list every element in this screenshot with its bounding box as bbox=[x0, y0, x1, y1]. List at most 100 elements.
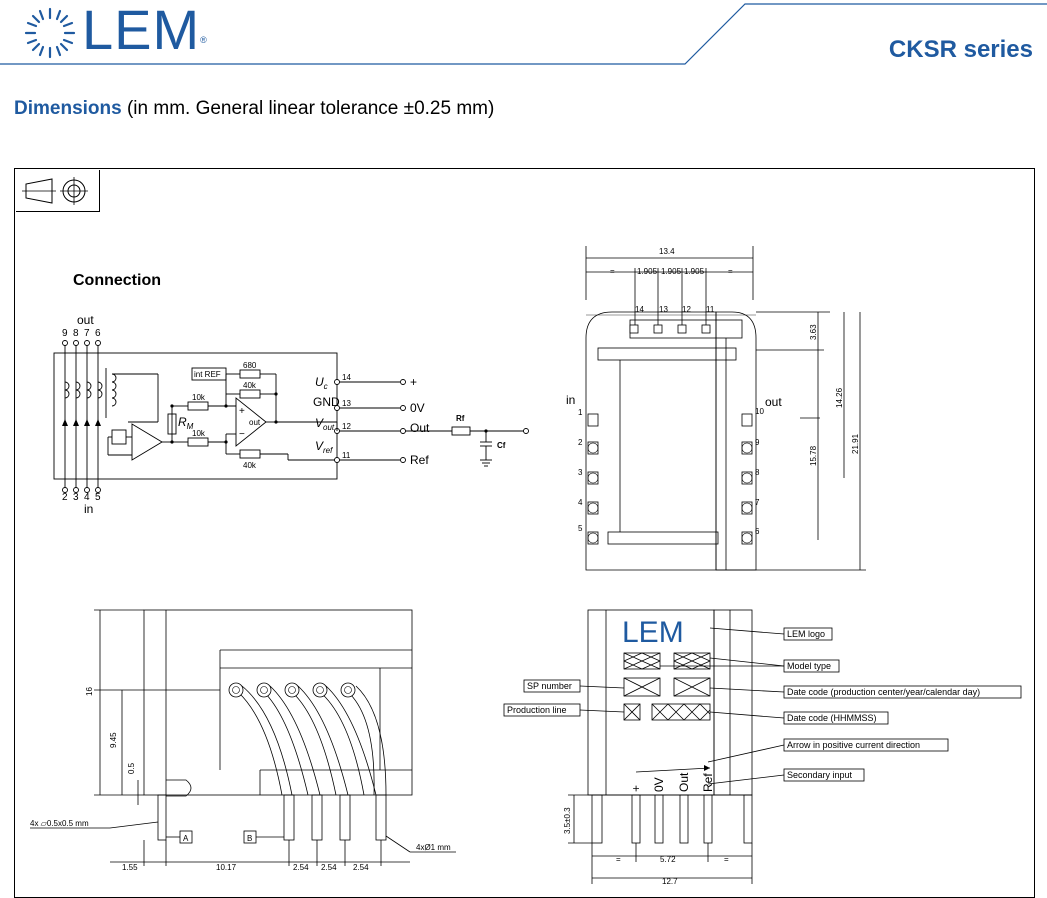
pin-left: 5 bbox=[578, 524, 583, 533]
pin-right: 7 bbox=[755, 498, 760, 507]
r40k-bottom-label: 40k bbox=[243, 461, 257, 470]
ref-a: A bbox=[183, 834, 189, 843]
out-plus: + bbox=[410, 375, 417, 389]
first-angle-projection-icon bbox=[22, 177, 88, 205]
pin-label: 4 bbox=[84, 492, 90, 503]
callout-arrow: Arrow in positive current direction bbox=[787, 740, 920, 750]
callout-production-line: Production line bbox=[507, 705, 567, 715]
eq-mark: = bbox=[724, 855, 729, 864]
cf-label: Cf bbox=[497, 441, 506, 450]
pin-label: 5 bbox=[95, 492, 101, 503]
opamp-plus: + bbox=[239, 406, 245, 417]
pin-label-ref: Ref bbox=[701, 773, 715, 792]
int-ref-label: int REF bbox=[194, 370, 221, 379]
pin-top: 14 bbox=[635, 305, 644, 314]
eq-mark: = bbox=[616, 855, 621, 864]
pin-label: 8 bbox=[73, 328, 79, 339]
callout-model-type: Model type bbox=[787, 661, 831, 671]
opamp-out-label: out bbox=[249, 418, 261, 427]
pin-top: 11 bbox=[706, 305, 715, 314]
callout-sp-number: SP number bbox=[527, 681, 572, 691]
out-0v: 0V bbox=[410, 401, 425, 415]
dim-155: 1.55 bbox=[122, 863, 138, 872]
opamp-minus: − bbox=[239, 429, 245, 440]
pin-right: 9 bbox=[755, 438, 760, 447]
dim-572: 5.72 bbox=[660, 855, 676, 864]
front-lem-logo: LEM bbox=[622, 616, 684, 649]
dim-1426: 14.26 bbox=[835, 387, 844, 408]
series-title: CKSR series bbox=[888, 36, 1033, 63]
dim-35: 3.5±0.3 bbox=[563, 807, 572, 834]
out-label: out bbox=[77, 313, 94, 327]
pin-label: 6 bbox=[95, 328, 101, 339]
section-title: Dimensions bbox=[14, 98, 122, 119]
pin-left: 2 bbox=[578, 438, 583, 447]
dim-2191: 21.91 bbox=[851, 433, 860, 454]
eq-mark: = bbox=[728, 267, 733, 276]
pin-label-0v: 0V bbox=[652, 777, 666, 792]
pin-left: 4 bbox=[578, 498, 583, 507]
pin-label: 2 bbox=[62, 492, 68, 503]
dim-254: 2.54 bbox=[293, 863, 309, 872]
in-label: in bbox=[566, 393, 575, 407]
dim-overall-width: 13.4 bbox=[659, 247, 675, 256]
pin-left: 3 bbox=[578, 468, 583, 477]
vout-label: Vout bbox=[315, 416, 335, 432]
pin-num: 12 bbox=[342, 422, 351, 431]
vref-label: Vref bbox=[315, 439, 333, 455]
dim-254: 2.54 bbox=[321, 863, 337, 872]
callout-lem-logo: LEM logo bbox=[787, 629, 825, 639]
pin-label-out: Out bbox=[677, 772, 691, 792]
connection-schematic: out 9 8 7 6 2 3 4 5 in bbox=[53, 313, 529, 516]
dim-16: 16 bbox=[85, 687, 94, 696]
rm-label: RM bbox=[178, 415, 194, 431]
pin-top: 12 bbox=[682, 305, 691, 314]
out-label: out bbox=[765, 395, 782, 409]
section-subtitle: (in mm. General linear tolerance ±0.25 m… bbox=[126, 98, 495, 119]
out-out: Out bbox=[410, 421, 430, 435]
front-view-drawing: LEM LEM logo Model type Date code (produ… bbox=[503, 609, 1022, 885]
lem-sunburst-icon bbox=[24, 7, 76, 59]
pin-label: 9 bbox=[62, 328, 68, 339]
dim-363: 3.63 bbox=[809, 324, 818, 340]
callout-secondary: Secondary input bbox=[787, 770, 853, 780]
pin-label: 7 bbox=[84, 328, 90, 339]
dim-254: 2.54 bbox=[353, 863, 369, 872]
pin-num: 13 bbox=[342, 399, 351, 408]
pin-label: 3 bbox=[73, 492, 79, 503]
pin-right: 10 bbox=[755, 407, 764, 416]
hole-note: 4xØ1 mm bbox=[416, 843, 451, 852]
pin-right: 8 bbox=[755, 468, 760, 477]
r10k-b-label: 10k bbox=[192, 429, 206, 438]
pin-top: 13 bbox=[659, 305, 668, 314]
callout-date-code-1: Date code (production center/year/calend… bbox=[787, 687, 980, 697]
pin-note: 4x ▱0.5x0.5 mm bbox=[30, 819, 89, 828]
pin-label-plus: + bbox=[629, 785, 643, 792]
dim-pitch: 1.905 bbox=[661, 267, 682, 276]
gnd-label: GND bbox=[313, 395, 340, 409]
r10k-a-label: 10k bbox=[192, 393, 206, 402]
r40k-top-label: 40k bbox=[243, 381, 257, 390]
dim-pitch: 1.905 bbox=[637, 267, 658, 276]
projection-symbol bbox=[16, 170, 100, 212]
uc-label: Uc bbox=[315, 375, 328, 391]
dim-945: 9.45 bbox=[109, 732, 118, 748]
pin-num: 14 bbox=[342, 373, 351, 382]
ref-b: B bbox=[247, 834, 252, 843]
header-divider bbox=[0, 3, 1047, 65]
dim-05: 0.5 bbox=[127, 762, 136, 774]
dim-127: 12.7 bbox=[662, 877, 678, 885]
pin-num: 11 bbox=[342, 451, 351, 460]
out-ref: Ref bbox=[410, 453, 429, 467]
connection-title: Connection bbox=[73, 272, 161, 289]
r680-label: 680 bbox=[243, 361, 257, 370]
pin-left: 1 bbox=[578, 408, 583, 417]
lem-logo: LEM® bbox=[82, 0, 208, 61]
in-label: in bbox=[84, 502, 93, 516]
dim-1017: 10.17 bbox=[216, 863, 237, 872]
eq-mark: = bbox=[610, 267, 615, 276]
dim-pitch: 1.905 bbox=[684, 267, 705, 276]
side-view-drawing: 16 9.45 0.5 4x ▱0.5x0.5 mm A B 1.55 10.1… bbox=[30, 609, 456, 872]
top-view-drawing: 13.4 = = 1.905 1.905 1.905 14 13 12 11 i… bbox=[566, 246, 866, 571]
section-heading: Dimensions (in mm. General linear tolera… bbox=[14, 98, 494, 120]
